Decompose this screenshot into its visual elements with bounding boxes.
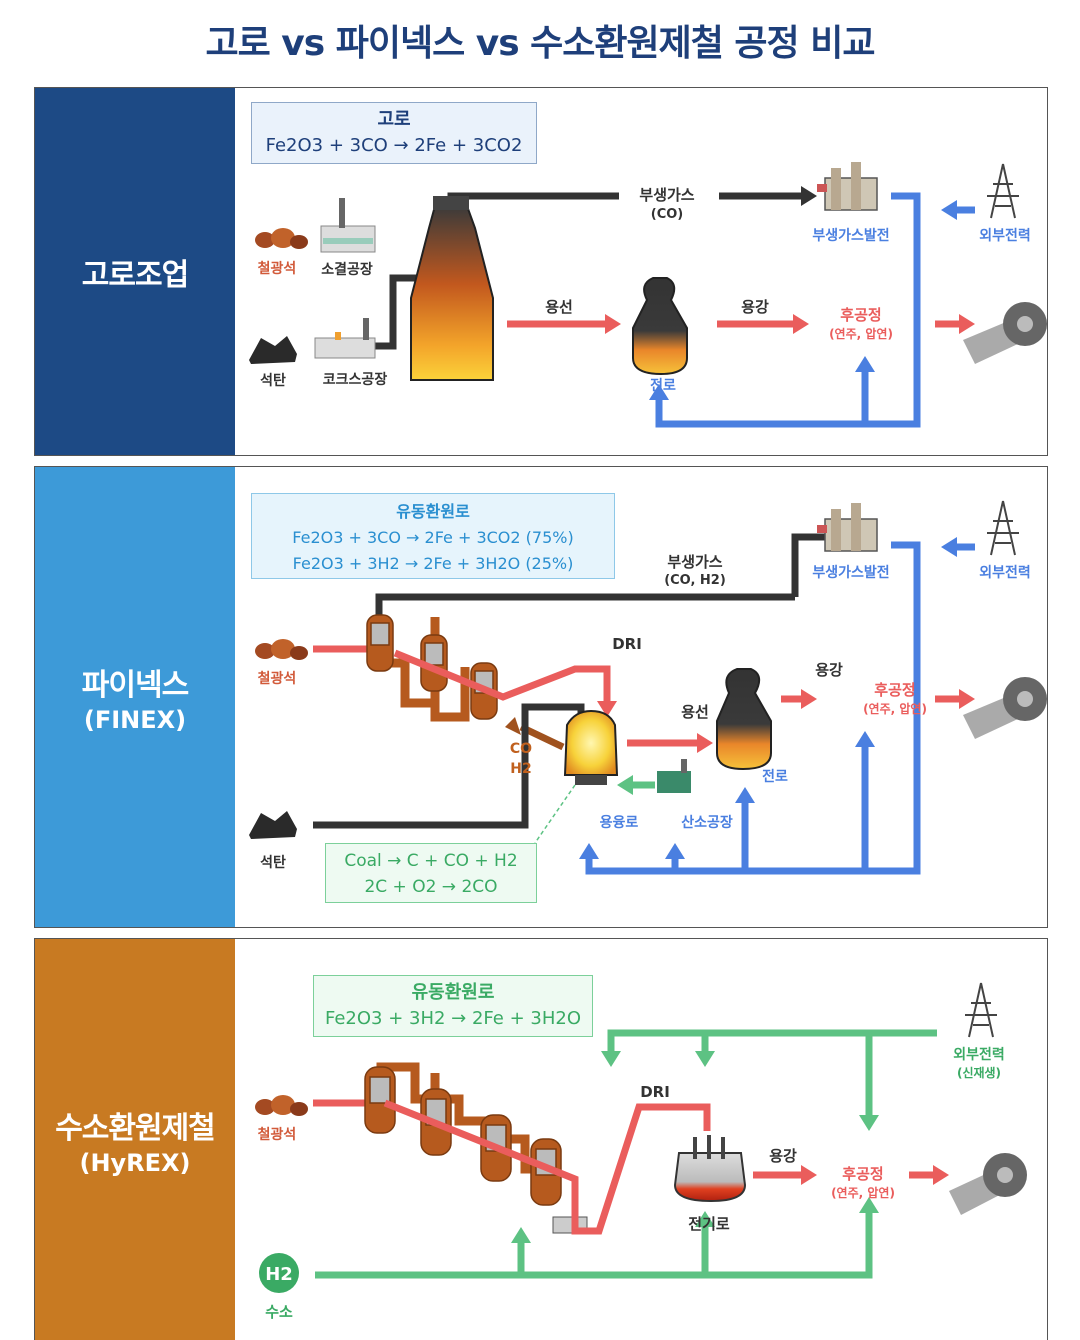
molten-label: 용선 (545, 298, 573, 316)
panel2-diagram: 부생가스 (CO, H2) 부생가스발전 외부전력 철광석 석탄 DRI CO … (249, 500, 1047, 875)
steel-label: 용강 (741, 298, 769, 316)
external-label-3: 외부전력 (953, 1046, 1005, 1063)
coal-label-2: 석탄 (260, 854, 286, 871)
converter-label: 전로 (650, 377, 676, 394)
post-sub-label: (연주, 압연) (829, 326, 893, 341)
h2-label: H2 (510, 761, 531, 777)
coke-plant-icon (314, 318, 376, 359)
panel3-sub: (HyREX) (79, 1148, 191, 1177)
iron-ore-icon-3 (255, 1095, 308, 1116)
post-sub-label-2: (연주, 압연) (863, 701, 927, 716)
panel2-name: 파이넥스 (81, 668, 189, 703)
panel-blast-furnace: 고로조업 고로 Fe2O3 + 3CO → 2Fe + 3CO2 (34, 87, 1048, 456)
iron-ore-icon (255, 228, 308, 249)
converter (632, 277, 688, 376)
steel-coil-icon-3 (949, 1153, 1027, 1215)
post-label-2: 후공정 (874, 681, 915, 699)
sinter-label: 소결공장 (321, 261, 373, 278)
panel2-sub: (FINEX) (83, 706, 187, 734)
electric-arc-furnace-icon (673, 1135, 747, 1203)
hydrogen-label: 수소 (265, 1303, 293, 1321)
coke-label: 코크스공장 (323, 371, 388, 388)
sinter-plant-icon (320, 198, 376, 253)
steel-label-2: 용강 (815, 661, 843, 679)
coke-pipe (345, 274, 421, 350)
panel3-name: 수소환원제철 (55, 1110, 216, 1146)
external-label-2: 외부전력 (979, 564, 1031, 581)
dri-label-3: DRI (640, 1083, 670, 1101)
gas-label-2: 부생가스 (667, 553, 722, 571)
hydrogen-icon (259, 1253, 299, 1293)
oxygen-plant-icon (657, 759, 691, 793)
iron-ore-label-2: 철광석 (258, 670, 297, 687)
pylon-icon-3 (965, 982, 997, 1038)
panel1-eq1: Fe2O3 + 3CO → 2Fe + 3CO2 (265, 135, 523, 156)
coal-icon (249, 336, 297, 364)
panel3-equation-box: 유동환원로 Fe2O3 + 3H2 → 2Fe + 3H2O (313, 975, 593, 1037)
panel1-equation-box: 고로 Fe2O3 + 3CO → 2Fe + 3CO2 (251, 102, 537, 164)
gas-label: 부생가스 (639, 186, 694, 204)
page-title: 고로 vs 파이넥스 vs 수소환원제철 공정 비교 (205, 23, 876, 64)
pylon-icon (987, 163, 1019, 219)
post-label-3: 후공정 (842, 1165, 883, 1183)
melter-label: 용융로 (600, 815, 639, 831)
panel1-name: 고로조업 (81, 257, 189, 293)
panel1-side: 고로조업 (35, 88, 235, 455)
panel2-equation-box: 유동환원로 Fe2O3 + 3CO → 2Fe + 3CO2 (75%) Fe2… (251, 493, 615, 579)
external-label: 외부전력 (979, 227, 1031, 244)
iron-ore-label-3: 철광석 (258, 1126, 297, 1143)
panel3-eq1: Fe2O3 + 3H2 → 2Fe + 3H2O (324, 1008, 582, 1029)
panel1-eq-title: 고로 (377, 109, 411, 130)
molten-label-2: 용선 (681, 703, 709, 721)
gas-arrow-head (801, 186, 817, 206)
panel3-side: 수소환원제철 (HyREX) (35, 939, 235, 1340)
panel1-canvas: 고로 Fe2O3 + 3CO → 2Fe + 3CO2 (235, 88, 1047, 455)
power-plant-icon (817, 162, 878, 211)
co-label: CO (510, 741, 532, 757)
steel-coil-icon-2 (963, 677, 1047, 739)
oxygen-label: 산소공장 (681, 814, 733, 831)
eaf-label: 전기로 (688, 1215, 730, 1233)
post-label: 후공정 (840, 306, 881, 324)
coal-icon-2 (249, 811, 297, 839)
power-line (655, 192, 921, 428)
gas-pipe (447, 192, 619, 228)
gas-co-label: (CO) (651, 207, 683, 222)
panel2-coal-eq1: Coal → C + CO + H2 (344, 851, 518, 871)
blast-furnace (410, 205, 494, 381)
external-sub-label-3: (신재생) (957, 1065, 1001, 1080)
panel1-diagram: 철광석 석탄 소결공장 코크스공장 부생가스 (CO) 부생가스발전 외부전력 … (249, 162, 1047, 428)
panel-finex: 파이넥스 (FINEX) 유동환원로 Fe2O3 + 3CO → 2Fe + 3… (34, 466, 1048, 928)
panel2-canvas: 유동환원로 Fe2O3 + 3CO → 2Fe + 3CO2 (75%) Fe2… (235, 467, 1047, 927)
panel-hyrex: 수소환원제철 (HyREX) 유동환원로 Fe2O3 + 3H2 → 2Fe +… (34, 938, 1048, 1340)
panel2-coal-equation-box: Coal → C + CO + H2 2C + O2 → 2CO (325, 843, 537, 903)
panel2-eq1: Fe2O3 + 3CO → 2Fe + 3CO2 (75%) (292, 528, 574, 547)
iron-ore-icon-2 (255, 639, 308, 660)
panel3-diagram: 외부전력 (신재생) 철광석 DRI 전기로 용강 후공정 (연주, 압연) H… (255, 982, 1027, 1321)
power-label-2: 부생가스발전 (812, 564, 889, 581)
post-sub-label-3: (연주, 압연) (831, 1185, 895, 1200)
gas-sub-label-2: (CO, H2) (664, 573, 726, 588)
panel3-eq-title: 유동환원로 (411, 982, 495, 1003)
power-plant-icon-2 (817, 503, 878, 552)
panel2-eq-title: 유동환원로 (396, 502, 470, 521)
steel-label-3: 용강 (769, 1147, 797, 1165)
pylon-icon-2 (987, 500, 1019, 556)
coal-label: 석탄 (260, 372, 286, 389)
steel-coil-icon (963, 302, 1047, 364)
panel2-side: 파이넥스 (FINEX) (35, 467, 235, 927)
panel2-eq2: Fe2O3 + 3H2 → 2Fe + 3H2O (25%) (292, 554, 574, 573)
melter-icon (563, 709, 619, 776)
power-label: 부생가스발전 (812, 227, 889, 244)
panel2-coal-eq2: 2C + O2 → 2CO (364, 877, 498, 897)
converter-label-2: 전로 (762, 768, 788, 785)
dri-label: DRI (612, 635, 642, 653)
h2-label-3: H2 (265, 1264, 293, 1285)
panel3-canvas: 유동환원로 Fe2O3 + 3H2 → 2Fe + 3H2O (235, 939, 1047, 1340)
iron-ore-label: 철광석 (258, 260, 297, 277)
